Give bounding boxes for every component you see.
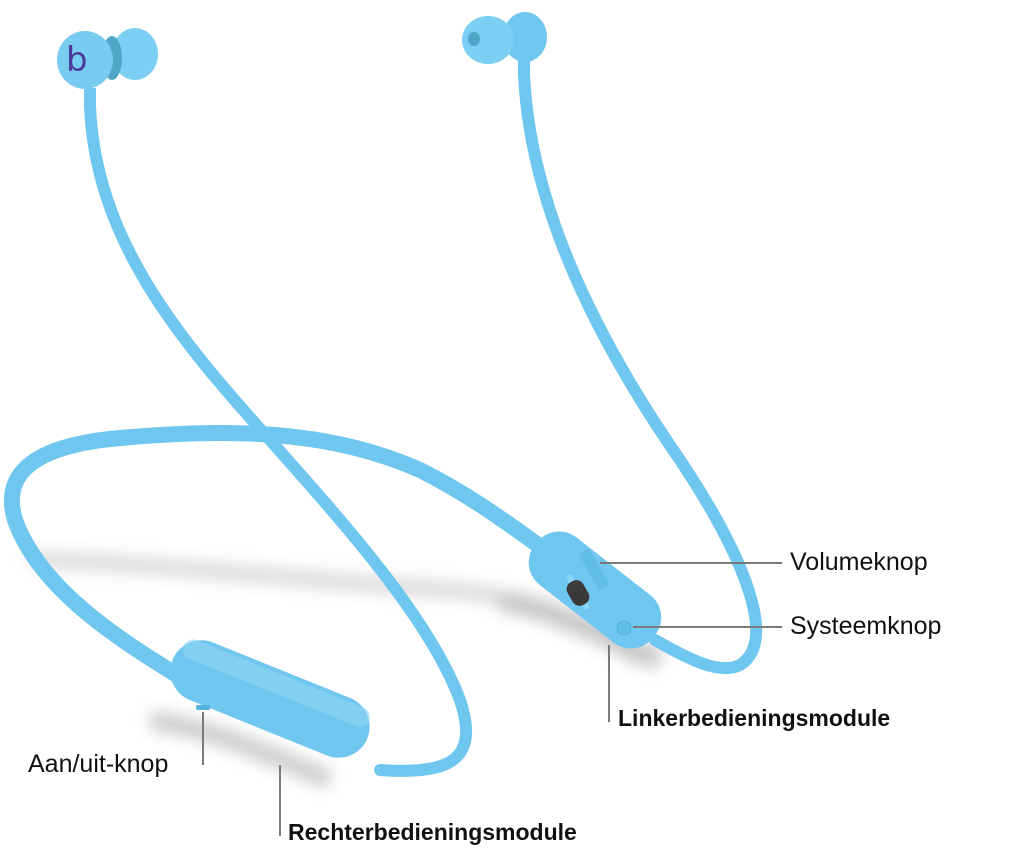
right-control-module (170, 639, 370, 758)
right-earbud-cable (84, 99, 472, 777)
earbud (462, 12, 547, 77)
volume-button[interactable] (578, 548, 609, 590)
system-button-label: Systeemknop (790, 612, 942, 640)
power-button[interactable] (196, 705, 210, 710)
volume-button-label: Volumeknop (790, 548, 928, 576)
shadows (29, 553, 664, 789)
neckband-cable (3, 424, 553, 688)
beats-logo: b (66, 40, 88, 80)
system-button[interactable] (616, 620, 632, 636)
right-control-module-label: Rechterbedieningsmodule (288, 819, 577, 845)
earbud-with-logo: b (57, 28, 158, 108)
power-button-label: Aan/uit-knop (28, 750, 169, 778)
left-earbud-cable (518, 69, 762, 675)
left-control-module-label: Linkerbedieningsmodule (618, 705, 891, 731)
microphone-grille (566, 580, 590, 606)
leader-lines (202, 562, 782, 836)
